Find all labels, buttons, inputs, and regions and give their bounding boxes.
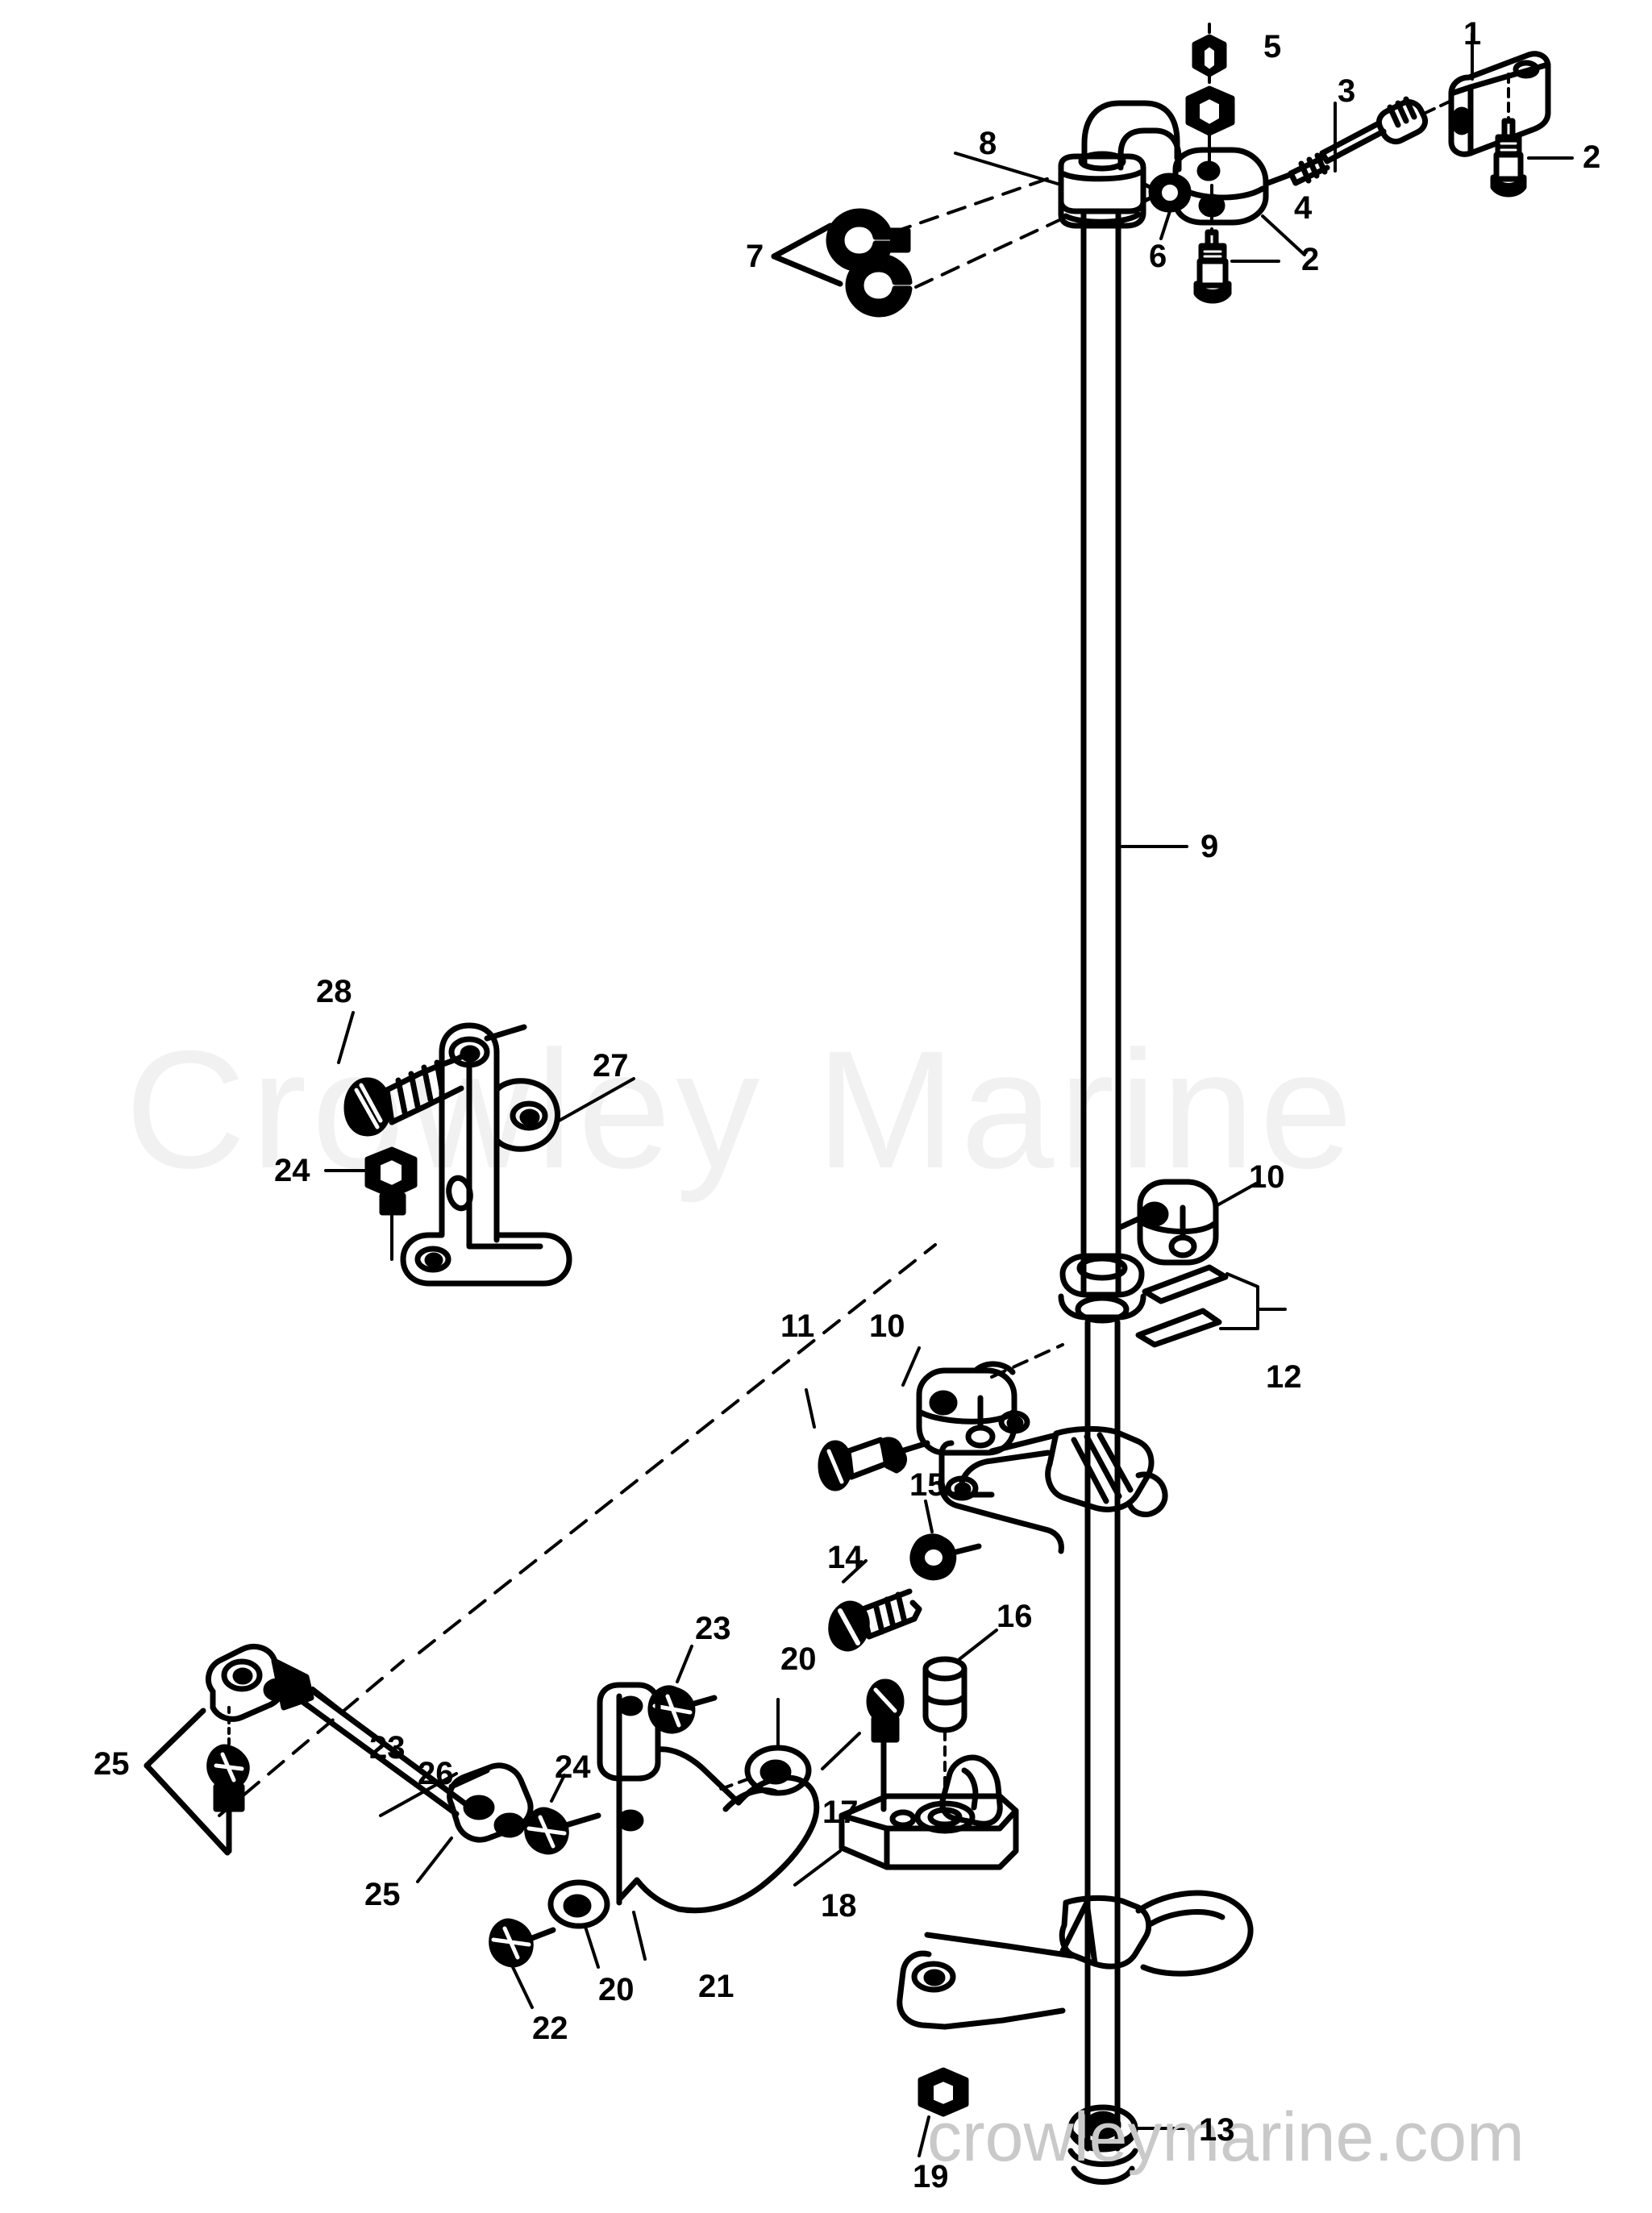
callout-24-link: 24 [555, 1749, 591, 1785]
callout-2-lower: 2 [1301, 242, 1320, 277]
callout-17: 17 [822, 1795, 859, 1830]
callout-2-upper: 2 [1583, 139, 1601, 175]
callout-21: 21 [698, 1969, 734, 2004]
callout-3: 3 [1338, 73, 1356, 109]
clamp-screw-11 [818, 1437, 930, 1491]
callout-20-lower: 20 [598, 1972, 635, 2007]
clamp-lower-10 [916, 1361, 1017, 1456]
lower-steering-lever [897, 1890, 1254, 2030]
locknut-22 [489, 1918, 556, 1968]
mount-bracket-27 [400, 1022, 572, 1287]
locknut-25-upper [206, 1744, 250, 1854]
callout-15: 15 [909, 1467, 946, 1503]
locknut-24-link [524, 1807, 601, 1855]
callout-7: 7 [746, 239, 764, 274]
locknut-15 [909, 1533, 982, 1581]
screw-17 [866, 1678, 905, 1812]
callout-19: 19 [913, 2159, 949, 2194]
callout-12: 12 [1266, 1359, 1302, 1395]
callout-18: 18 [821, 1888, 857, 1924]
callout-22: 22 [532, 2011, 568, 2046]
callout-16: 16 [997, 1599, 1033, 1634]
callout-10-lower: 10 [869, 1308, 905, 1344]
anchor-block-4 [1172, 147, 1295, 226]
callout-25-lower: 25 [364, 1877, 401, 1912]
ball-joint-lower-25 [447, 1762, 534, 1843]
washer-20-lower [547, 1879, 610, 1929]
e-clip-lower [845, 253, 913, 318]
callout-6: 6 [1149, 239, 1167, 274]
callout-1: 1 [1463, 16, 1482, 52]
callout-27: 27 [593, 1048, 629, 1084]
shim-lower [1135, 1308, 1222, 1348]
callout-8: 8 [979, 126, 997, 161]
callout-10-upper: 10 [1249, 1159, 1285, 1195]
spacer-16 [922, 1656, 967, 1733]
switch-box-1 [1448, 51, 1551, 157]
callout-5: 5 [1263, 29, 1282, 64]
callout-11: 11 [780, 1308, 815, 1344]
washer-20-upper [744, 1745, 812, 1796]
shim-upper [1142, 1264, 1229, 1304]
washer-6 [1141, 173, 1192, 213]
nut-mid-5 [1185, 85, 1235, 136]
clamp-upper-10 [1117, 1179, 1219, 1266]
steering-yoke [938, 1410, 1168, 1554]
callout-4: 4 [1294, 190, 1313, 226]
callout-24: 24 [274, 1153, 310, 1188]
callout-20-upper: 20 [780, 1641, 817, 1677]
locknut-24-bracket [364, 1146, 418, 1216]
callout-23-upper: 23 [695, 1611, 731, 1646]
callout-9: 9 [1201, 829, 1219, 864]
locknut-5 [1192, 34, 1227, 77]
cam-plate-21 [597, 1682, 820, 1914]
callout-25-upper: 25 [94, 1746, 130, 1782]
locknut-19 [918, 2067, 969, 2117]
bushing-13 [1067, 2104, 1138, 2185]
bolt-28 [343, 1050, 472, 1137]
callout-14: 14 [827, 1540, 863, 1575]
tube-fitting-8 [1058, 151, 1146, 229]
screw-2-lower [1193, 229, 1232, 304]
callout-23-left: 23 [369, 1730, 406, 1766]
throttle-cam-18 [838, 1754, 1019, 1870]
callout-26: 26 [418, 1756, 454, 1791]
ball-joint-upper-25 [205, 1644, 314, 1722]
bolt-14 [828, 1588, 922, 1652]
clamp-hub [1058, 1253, 1146, 1324]
link-rod-3 [1288, 96, 1453, 186]
callout-13: 13 [1199, 2112, 1235, 2148]
callout-28: 28 [316, 974, 352, 1009]
steering-tube-9 [1080, 100, 1182, 2152]
